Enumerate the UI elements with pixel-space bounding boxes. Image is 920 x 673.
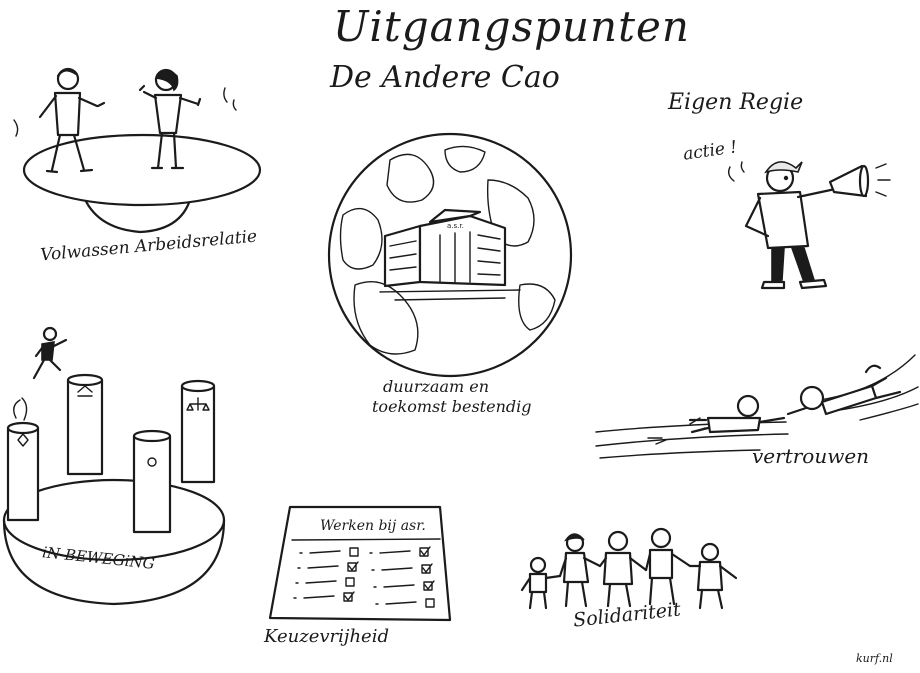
person-left-icon [38,67,106,174]
elder-icon [688,542,738,610]
caption-duurzaam-line2: toekomst bestendig [372,397,532,416]
child-left-icon [520,556,562,610]
woman-icon [558,533,602,608]
checklist-title: Werken bij asr. [320,518,426,534]
flying-person-right-icon [786,364,902,416]
jumping-person-icon [13,326,68,421]
man-center-icon [598,530,648,608]
megaphone-icon [828,163,891,198]
flying-people-illustration [595,354,919,459]
building-label: a.s.r. [447,222,464,230]
artist-signature: kurf.nl [856,652,893,665]
checklist-sheet-illustration: Werken bij asr. [268,505,452,622]
board-subtitle: De Andere Cao [330,60,560,95]
caption-eigen-regie: Eigen Regie [668,90,804,115]
solidarity-people-illustration [520,527,738,610]
man-right-icon [644,527,692,606]
office-building-icon: a.s.r. [379,208,521,301]
caption-vertrouwen: vertrouwen [752,444,870,468]
flying-person-left-icon [688,394,786,434]
board-title: Uitgangspunten [333,2,690,51]
caption-keuzevrijheid: Keuzevrijheid [264,626,389,647]
balance-platform-illustration [13,67,262,234]
caption-duurzaam-line1: duurzaam en [383,377,490,396]
globe-illustration: a.s.r. [327,132,573,378]
pillars-platform-illustration [2,326,226,606]
megaphone-man-illustration [727,161,891,290]
person-right-icon [138,68,202,170]
